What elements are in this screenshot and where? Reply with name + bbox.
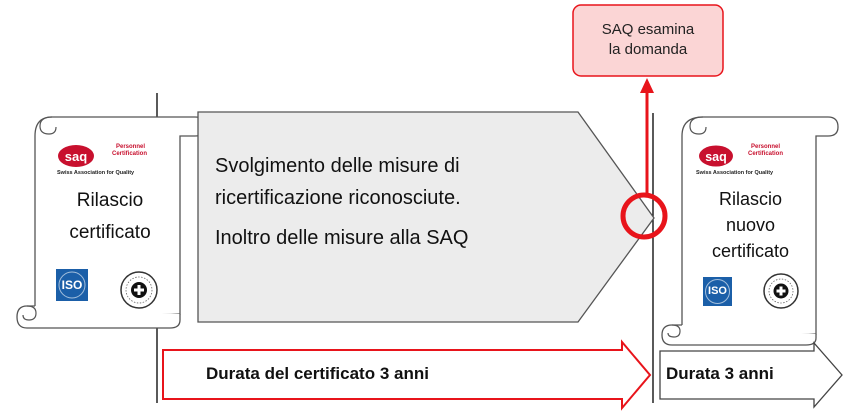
right-certificate-line: Rilascio: [718, 189, 783, 209]
right-saq-logo-icon: saq: [699, 145, 733, 167]
right-certificate-text: Rilascio nuovo certificato: [688, 186, 813, 264]
right-certificate-line: nuovo: [725, 215, 776, 235]
callout-arrowhead: [640, 78, 654, 93]
right-iso-label: ISO: [708, 285, 727, 297]
duration-current-label: Durata del certificato 3 anni: [206, 364, 429, 383]
process-pentagon: [197, 111, 655, 323]
process-line: Svolgimento delle misure di: [215, 155, 460, 177]
callout-box: [572, 4, 724, 77]
process-line: Inoltro delle misure alla SAQ: [215, 227, 469, 249]
right-certificate-line: certificato: [711, 241, 790, 261]
callout-line: SAQ esamina: [601, 21, 695, 38]
decision-highlight-circle: [620, 192, 668, 240]
right-accreditation-seal-icon: [763, 273, 799, 309]
left-saq-logo-icon: saq: [58, 145, 94, 167]
right-logo-label-2: Certification: [748, 151, 784, 157]
left-certificate-line: Rilascio: [76, 190, 144, 211]
left-logo-label-1: Personnel: [116, 144, 146, 150]
duration-arrow-next: [659, 341, 843, 409]
svg-text:saq: saq: [705, 150, 727, 164]
left-iso-label: ISO: [61, 278, 83, 292]
callout-line: la domanda: [608, 41, 688, 58]
left-logo-label-2: Certification: [112, 151, 148, 157]
left-logo-tagline: Swiss Association for Quality: [57, 170, 135, 176]
left-certificate-text: Rilascio certificato: [40, 187, 180, 246]
callout-text: SAQ esamina la domanda: [573, 20, 723, 60]
duration-next-label: Durata 3 anni: [666, 364, 774, 383]
left-iso-badge-icon: [56, 269, 88, 301]
right-iso-badge-icon: [703, 277, 732, 306]
left-certificate-line: certificato: [69, 222, 151, 243]
right-logo-label-1: Personnel: [751, 144, 781, 150]
process-text: Svolgimento delle misure di ricertificaz…: [215, 150, 595, 254]
right-logo-tagline: Swiss Association for Quality: [696, 170, 774, 176]
svg-text:saq: saq: [65, 149, 87, 164]
process-line: ricertificazione riconosciute.: [215, 187, 461, 209]
left-accreditation-seal-icon: [120, 271, 158, 309]
duration-arrow-current: [162, 339, 652, 411]
